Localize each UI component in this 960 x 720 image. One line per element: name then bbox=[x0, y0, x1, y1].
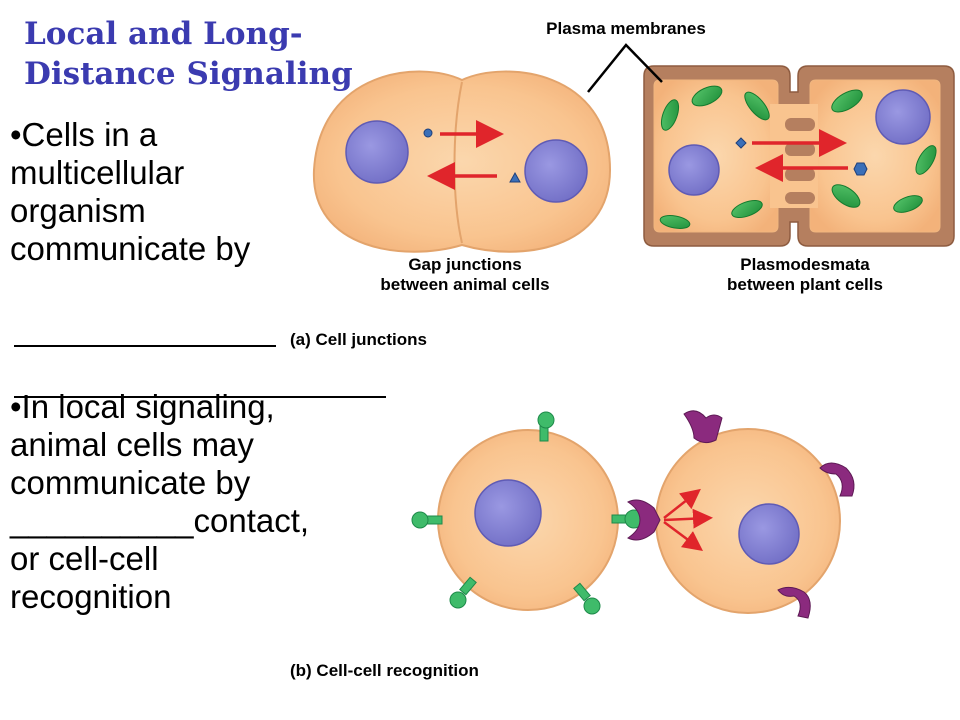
arrow-b-2 bbox=[663, 508, 713, 529]
signal-molecule-circle bbox=[423, 128, 433, 138]
title-line-1: Local and Long- bbox=[24, 16, 303, 52]
bullet-1-line-3: organism bbox=[10, 192, 146, 229]
recognition-nucleus-right bbox=[738, 503, 800, 565]
page-title: Local and Long- Distance Signaling bbox=[24, 14, 354, 94]
wall-plug-2 bbox=[785, 143, 815, 156]
chloroplast bbox=[731, 199, 763, 219]
wall-plug-3 bbox=[785, 168, 815, 181]
surface-markers bbox=[411, 411, 644, 615]
wall-plug-1 bbox=[785, 118, 815, 131]
chloroplast bbox=[893, 195, 923, 213]
surface-marker bbox=[449, 576, 477, 609]
chloroplast bbox=[831, 89, 863, 113]
part-b-label: (b) Cell-cell recognition bbox=[290, 661, 479, 680]
surface-marker bbox=[411, 511, 443, 529]
chloroplast bbox=[831, 184, 861, 208]
nucleus-left bbox=[345, 120, 409, 184]
bullet-1-line-4: communicate by bbox=[10, 230, 251, 267]
plant-nucleus-right bbox=[875, 89, 931, 145]
bullet-2-line-4: __________contact, bbox=[10, 502, 310, 539]
plant-nucleus-left bbox=[668, 144, 720, 196]
chloroplasts bbox=[659, 85, 937, 229]
bullet-list: •Cells in a multicellular organism commu… bbox=[10, 116, 420, 616]
cell-cell-recognition bbox=[411, 410, 855, 619]
bullet-2-line-1: •In local signaling, bbox=[10, 388, 275, 425]
bullet-2: •In local signaling, animal cells may co… bbox=[10, 388, 420, 616]
gap-junctions-label-1: Gap junctions bbox=[408, 255, 522, 274]
nucleus-right bbox=[524, 139, 588, 203]
arrow-b-3 bbox=[663, 520, 704, 551]
animal-cell-pair bbox=[312, 70, 612, 253]
bullet-2-line-6: recognition bbox=[10, 578, 172, 615]
bullet-1: •Cells in a multicellular organism commu… bbox=[10, 116, 420, 268]
title-line-2: Distance Signaling bbox=[24, 56, 353, 92]
blank-line-2 bbox=[14, 396, 386, 398]
plasmodesmata-label-1: Plasmodesmata bbox=[740, 255, 870, 274]
receptor bbox=[819, 462, 855, 497]
surface-marker bbox=[573, 582, 601, 615]
receptor-bound bbox=[627, 499, 661, 541]
surface-marker-bound bbox=[611, 509, 644, 529]
receptors bbox=[627, 410, 855, 619]
blank-line-1 bbox=[14, 345, 276, 347]
chloroplast bbox=[691, 85, 723, 107]
signal-arrows-b bbox=[663, 488, 713, 551]
plant-signal-hexagon bbox=[853, 162, 868, 176]
chloroplast bbox=[744, 91, 770, 121]
recognition-nucleus-left bbox=[474, 479, 542, 547]
surface-marker bbox=[537, 411, 555, 442]
chloroplast bbox=[660, 99, 680, 131]
bullet-2-line-2: animal cells may bbox=[10, 426, 254, 463]
plasma-membranes-label: Plasma membranes bbox=[546, 19, 706, 38]
part-a-label: (a) Cell junctions bbox=[290, 330, 427, 349]
plasmodesmata-label-2: between plant cells bbox=[727, 275, 883, 294]
plant-signal-diamond bbox=[735, 137, 747, 149]
wall-plug-4 bbox=[785, 192, 815, 204]
chloroplast bbox=[659, 215, 691, 229]
receptor bbox=[683, 410, 723, 444]
bullet-1-line-1: •Cells in a bbox=[10, 116, 158, 153]
gap-junctions-label-2: between animal cells bbox=[380, 275, 550, 294]
bullet-1-line-2: multicellular bbox=[10, 154, 185, 191]
bullet-2-line-5: or cell-cell bbox=[10, 540, 159, 577]
plant-cells-plasmodesmata bbox=[643, 65, 955, 247]
receptor bbox=[777, 586, 811, 619]
chloroplast bbox=[915, 145, 937, 175]
signal-molecule-triangle bbox=[509, 171, 521, 183]
bullet-2-line-3: communicate by bbox=[10, 464, 251, 501]
plasma-membrane-pointers bbox=[587, 43, 663, 93]
animal-cells-gap-junctions bbox=[312, 70, 612, 253]
arrow-b-1 bbox=[663, 488, 701, 519]
